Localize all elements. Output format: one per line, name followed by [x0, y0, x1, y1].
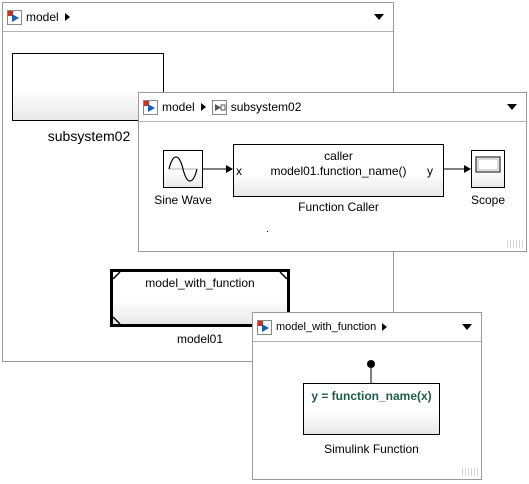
- function-caller-port-in: x: [236, 164, 242, 178]
- function-caller-call: model01.function_name(): [270, 164, 407, 178]
- function-caller-port-out: y: [427, 164, 433, 178]
- dropdown-arrow-icon[interactable]: [462, 324, 472, 330]
- breadcrumb-model[interactable]: model: [162, 100, 195, 114]
- subsystem02-label: subsystem02: [47, 128, 131, 144]
- subsystem-window: model subsystem02 Sine Wave caller model…: [138, 92, 527, 252]
- function-trigger-port: [367, 360, 375, 383]
- subsystem02-block[interactable]: [12, 53, 164, 121]
- breadcrumb-model-with-function[interactable]: model_with_function: [276, 321, 377, 333]
- model-window-toolbar: model: [3, 3, 393, 32]
- model-icon: [7, 9, 22, 25]
- breadcrumb-arrow-icon[interactable]: [200, 103, 206, 111]
- function-model-window: model_with_function y = function_name(x)…: [252, 312, 482, 480]
- scope-icon: [475, 156, 501, 173]
- subsystem-icon: [211, 99, 227, 115]
- dropdown-arrow-icon[interactable]: [507, 104, 517, 110]
- breadcrumb-arrow-icon[interactable]: [382, 323, 388, 331]
- breadcrumb-arrow-icon[interactable]: [64, 13, 70, 21]
- function-caller-title: caller: [324, 149, 353, 163]
- breadcrumb-model[interactable]: model: [26, 10, 59, 24]
- function-caller-block[interactable]: [233, 144, 444, 197]
- model-reference-name: model_with_function: [145, 276, 255, 290]
- simulink-function-block[interactable]: [303, 383, 440, 435]
- function-model-window-toolbar: model_with_function: [253, 313, 481, 342]
- resize-grip[interactable]: [507, 240, 523, 248]
- subsystem-window-toolbar: model subsystem02: [139, 93, 526, 122]
- model01-label: model01: [176, 332, 224, 346]
- breadcrumb-subsystem02[interactable]: subsystem02: [230, 100, 302, 114]
- dropdown-arrow-icon[interactable]: [374, 14, 384, 20]
- signal-lines: [203, 165, 471, 232]
- resize-grip[interactable]: [462, 468, 478, 476]
- simulink-function-label: Simulink Function: [324, 442, 419, 456]
- function-signature: y = function_name(x): [311, 389, 432, 403]
- model-icon: [257, 319, 272, 335]
- sine-wave-icon: [168, 156, 198, 182]
- scope-label: Scope: [470, 193, 506, 207]
- sine-wave-label: Sine Wave: [154, 193, 212, 207]
- model-icon: [143, 99, 158, 115]
- function-caller-label: Function Caller: [298, 200, 379, 214]
